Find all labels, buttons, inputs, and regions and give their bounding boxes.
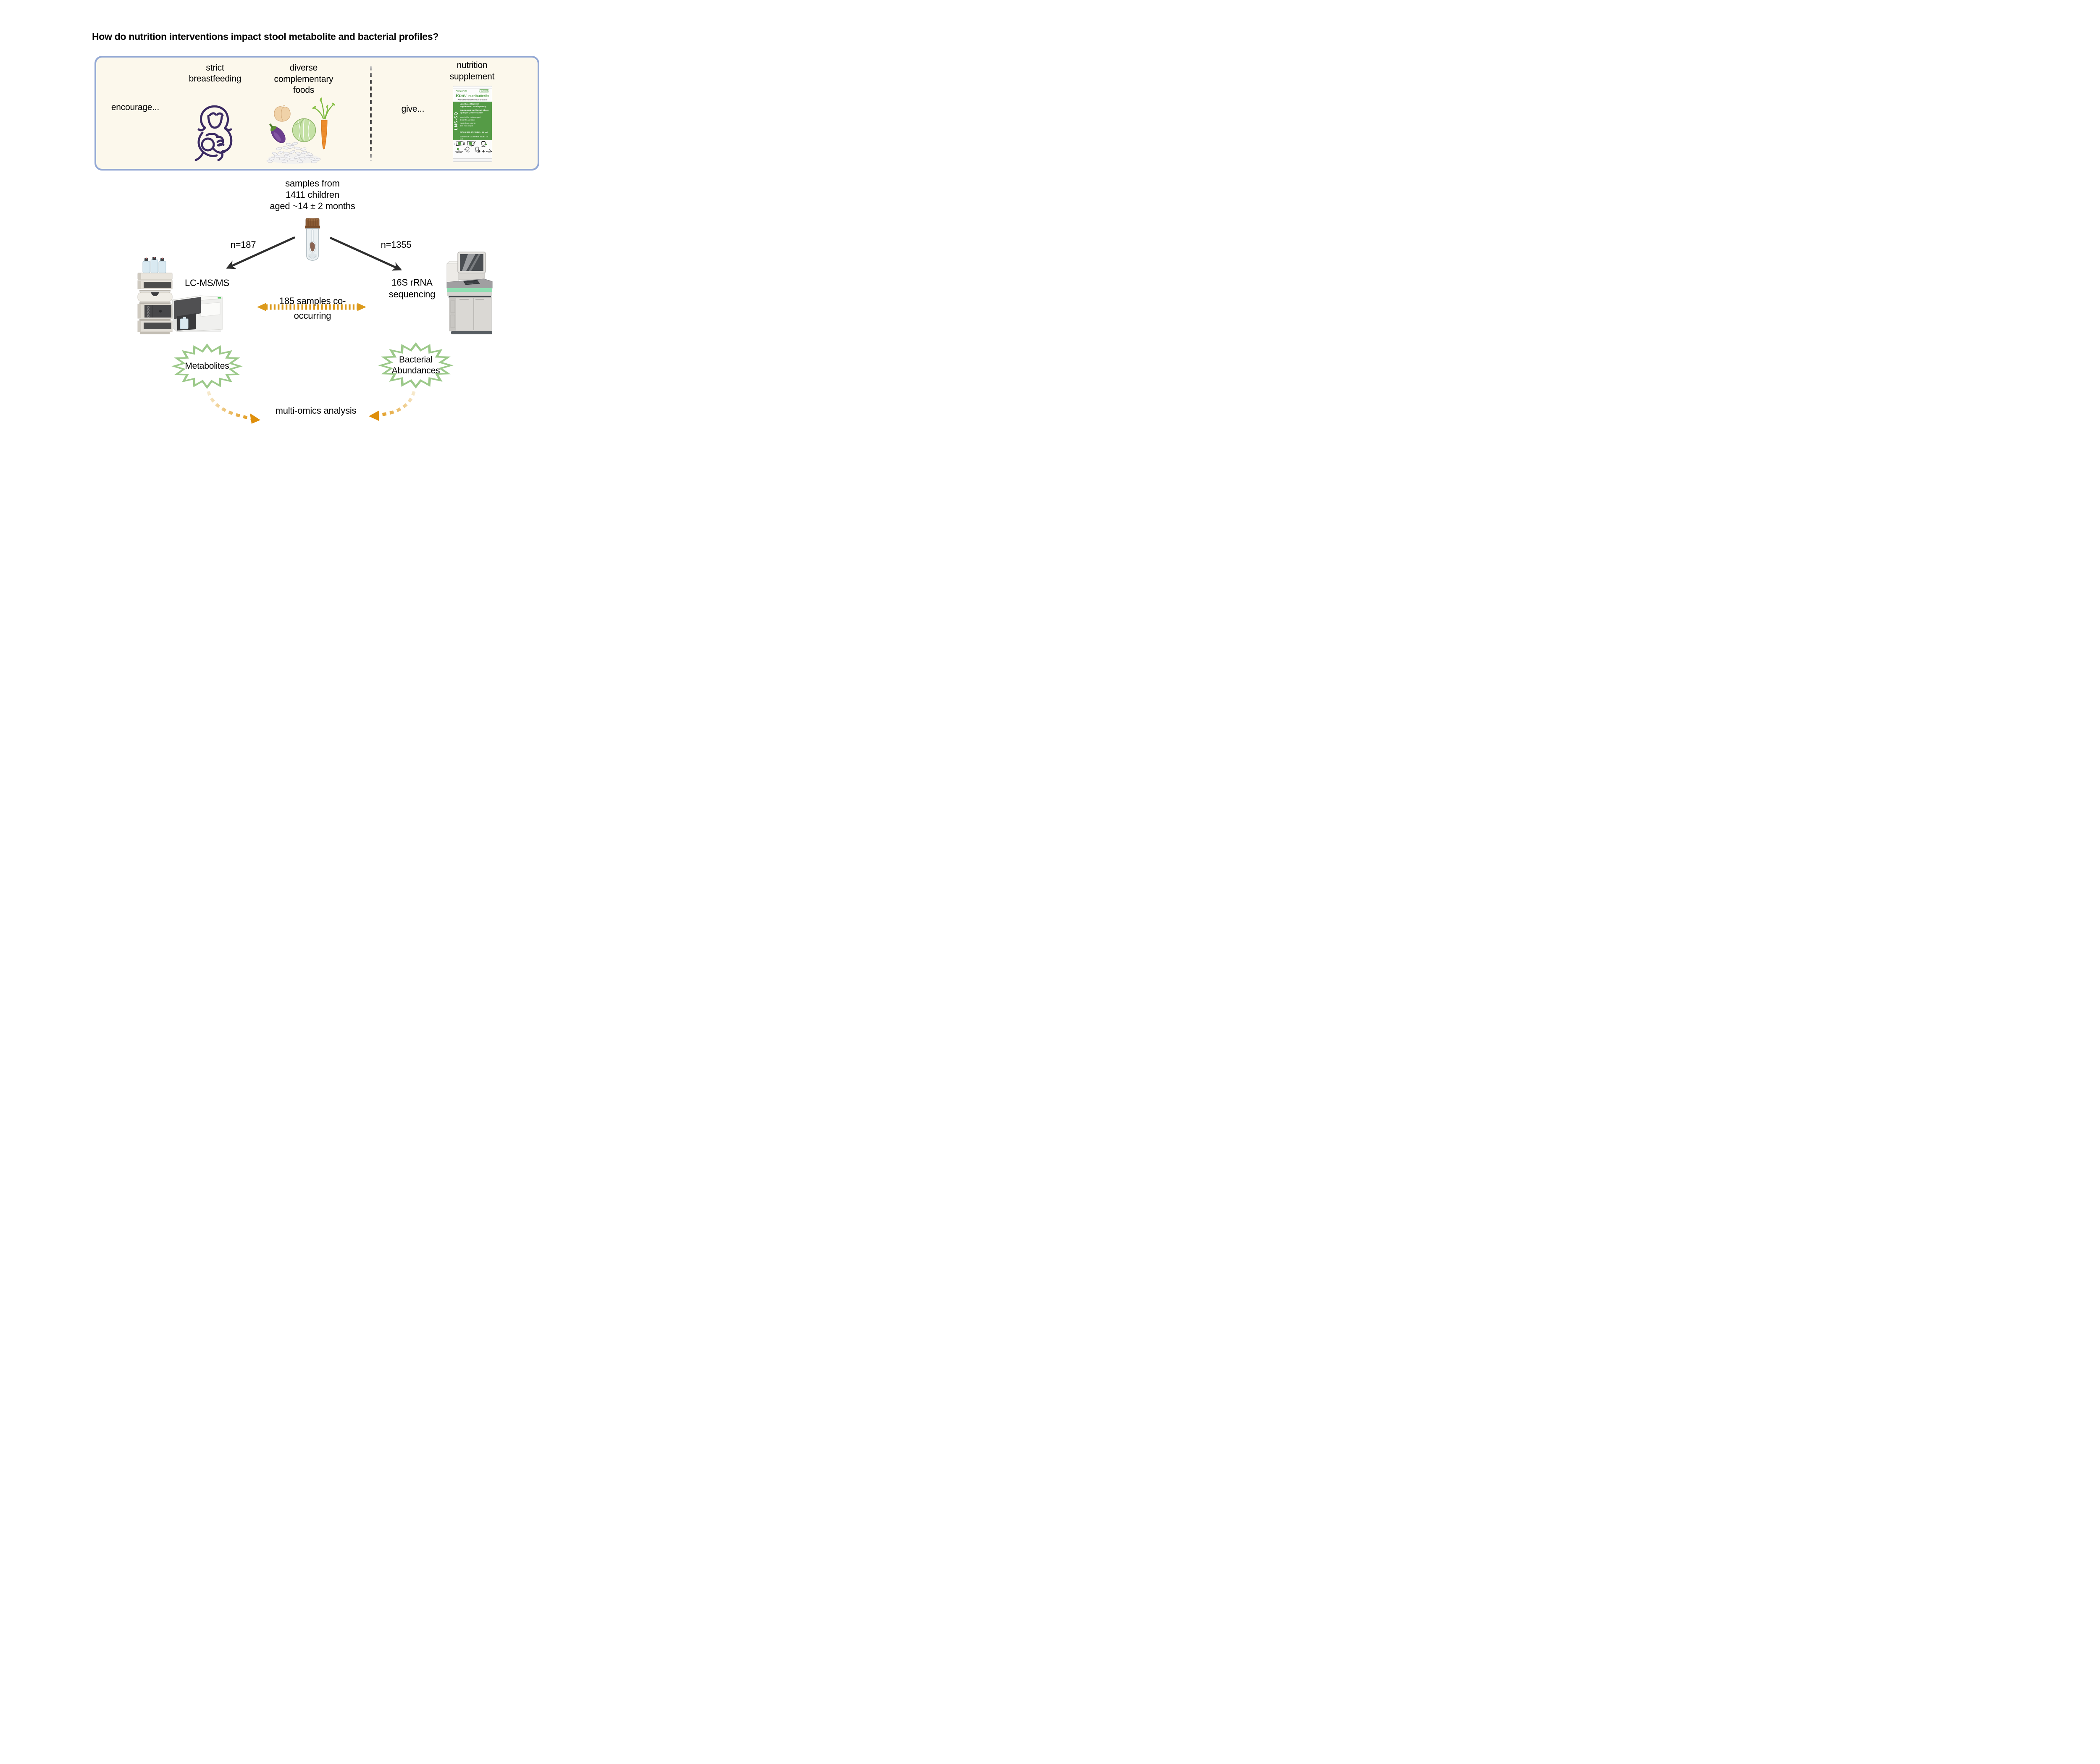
sachet-brand-right: nutriset [479,89,489,92]
metabolites-label: Metabolites [185,361,229,371]
right-branch-count: n=1355 [381,239,412,250]
bacterial-abundances-label: Bacterial Abundances [391,355,440,375]
sachet-dosage-fr: MANGER UN SACHET PAR JOUR = 118 kcal [460,136,488,140]
hplc-stack [137,273,173,334]
sachet-side-label: LNS-SQ [454,112,459,130]
lc-ms-instrument-icon [137,257,223,334]
multi-omics-analysis-label: multi-omics analysis [275,405,357,416]
sachet-desc-en: Lipid-based Nutrient Supplement - Small … [460,103,486,108]
chickpea-icon [274,105,291,122]
left-method-label: LC-MS/MS [185,278,229,288]
dna-sequencer-icon [446,252,493,334]
left-branch-count: n=187 [230,239,256,250]
starburst-shape [171,343,243,389]
carrot-icon [312,97,336,150]
sachet-brand-left: PlumpyField [456,90,467,92]
sachet-green-panel: LNS-SQ Lipid-based Nutrient Supplement -… [453,102,492,140]
nutrition-supplement-label: nutrition supplement [449,60,495,81]
sachet-audience-en: Intended for children aged 6 months and … [460,116,480,121]
sequencer-monitor [457,252,486,273]
right-method-label: 16S rRNA sequencing [388,277,436,299]
sachet-crimp-top [453,86,492,89]
strict-breastfeeding-label: strict breastfeeding [189,63,242,84]
child-eating-sachet-icon [480,141,487,147]
eggplant-icon [269,123,286,143]
supplement-sachet: PlumpyField nutriset Enov nutributter®+ … [453,86,492,162]
do-not-cut-sachet-icon [467,141,476,147]
sachet-crimp-bottom [453,158,492,162]
sachet-subtitle: Peanut formula / Formule arachide [457,99,488,101]
cooccurrence-line1: 185 samples co- [279,296,346,306]
stool-sample-tube-icon [305,218,320,261]
dashed-divider [370,66,372,161]
rice-icon [266,142,321,164]
bowl-feeding-icon [455,147,470,153]
breastfeeding-icon [194,105,233,161]
figure-canvas: How do nutrition interventions impact st… [0,0,630,441]
encourage-label: encourage... [111,102,160,112]
sequencer-cabinet [449,297,492,334]
mass-spectrometer [171,295,223,333]
sachet-product-script: Enov [455,92,467,98]
sachet-desc-fr: Supplément nutritionnel à base lipidique… [460,109,489,114]
metabolites-starburst: Metabolites [170,343,244,390]
diverse-foods-label: diverse complementary foods [274,63,333,95]
sachet-dosage-en: EAT ONE SACHET PER DAY = 118 kcal [460,131,488,133]
sachet-audience-fr: Destiné aux enfants de 6 mois et plus [460,122,476,127]
sample-source-label: samples from 1411 children aged ~14 ± 2 … [270,178,355,211]
interventions-box: encourage... strict breastfeeding divers… [94,56,539,171]
sachet-product-name: nutributter®+ [468,94,490,98]
open-sachet-icon [454,141,465,146]
bacterial-abundances-starburst: Bacterial Abundances [377,341,455,389]
give-label: give... [401,104,425,114]
starburst-shape [378,342,454,389]
cooccurrence-line2: occurring [294,310,331,321]
figure-title: How do nutrition interventions impact st… [92,31,439,42]
solvent-bottles [142,257,166,273]
complementary-foods-icons [266,97,336,164]
sachet-usage-pictograms [454,141,492,153]
cabbage-icon [292,118,316,142]
breastfeeding-plus-porridge-icon [475,147,492,152]
